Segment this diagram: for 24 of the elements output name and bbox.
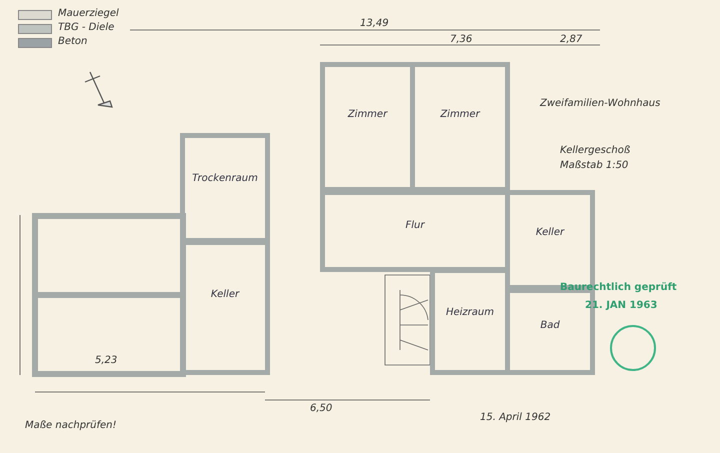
- dimension-label: 5,23: [95, 355, 118, 366]
- dimension-label: 7,36: [450, 34, 472, 45]
- legend-label: Beton: [58, 36, 88, 47]
- title-block-text: Kellergeschoß: [560, 145, 630, 156]
- stamp-text: Baurechtlich geprüft: [560, 282, 677, 293]
- legend-label: Mauerziegel: [58, 8, 119, 19]
- room-label: Flur: [404, 220, 426, 232]
- title-block-text: Maßstab 1:50: [560, 160, 628, 171]
- stamp-text: 21. JAN 1963: [585, 300, 658, 311]
- room-label: Heizraum: [444, 306, 496, 318]
- room-outline: [180, 133, 270, 243]
- room-label: Zimmer: [346, 109, 389, 120]
- dimension-label: 13,49: [360, 18, 389, 29]
- room-label: Keller: [534, 226, 566, 238]
- note: Maße nachprüfen!: [25, 420, 117, 431]
- dimension-label: 6,50: [310, 403, 332, 414]
- title-block-text: Zweifamilien-Wohnhaus: [540, 98, 660, 109]
- dimension-label: 2,87: [560, 34, 582, 45]
- room-label: Keller: [210, 288, 241, 300]
- room-label: Bad: [539, 320, 561, 331]
- date-text: 15. April 1962: [480, 412, 551, 423]
- legend-label: TBG - Diele: [58, 22, 114, 33]
- room-label: Trockenraum: [191, 173, 259, 184]
- room-label: Zimmer: [439, 109, 482, 120]
